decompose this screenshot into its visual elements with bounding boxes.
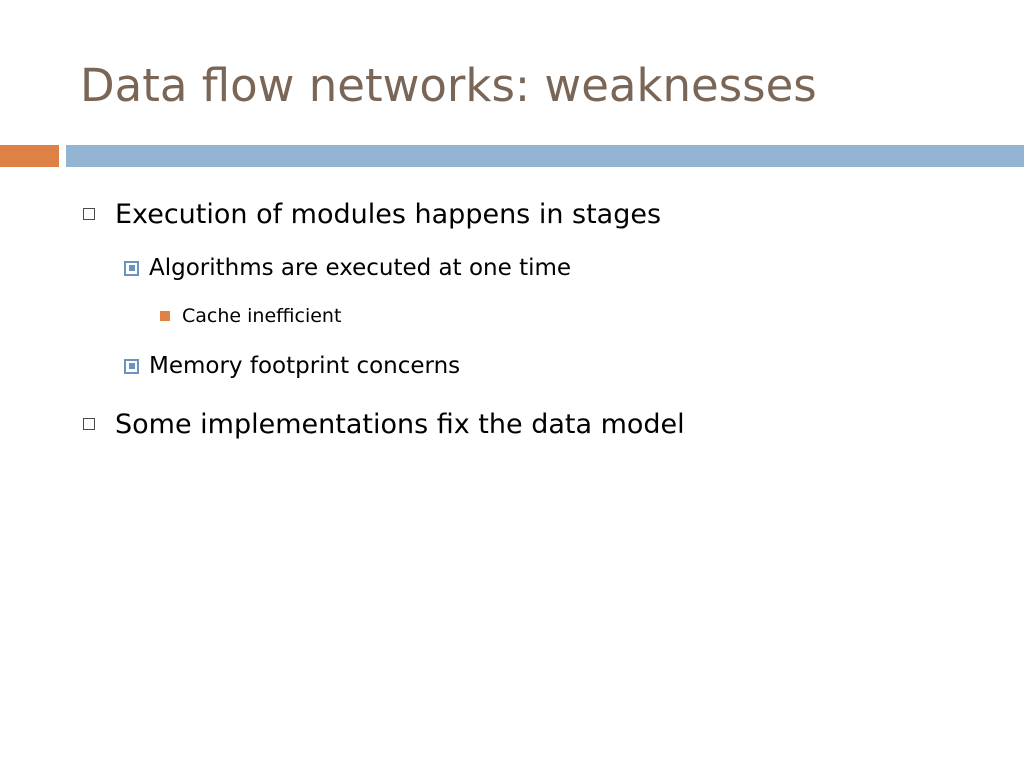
title-accent-bar-blue [66,145,1024,167]
bullet-level1-data-model: Some implementations fix the data model [83,404,685,444]
hollow-square-icon [83,208,95,220]
bullet-level1-execution-stages: Execution of modules happens in stages [83,194,661,234]
orange-square-bullet-icon [160,311,170,321]
blue-square-bullet-icon [124,358,139,374]
bullet-text: Cache inefficient [182,305,342,327]
slide-title: Data flow networks: weaknesses [80,59,817,112]
bullet-text: Memory footprint concerns [149,353,461,379]
title-accent-bar-orange [0,145,59,167]
bullet-level2-algorithms: Algorithms are executed at one time [124,252,571,284]
bullet-text: Some implementations fix the data model [115,408,685,440]
blue-square-bullet-icon [124,260,139,276]
hollow-square-icon [83,418,95,430]
bullet-level3-cache: Cache inefficient [160,302,341,330]
bullet-level2-memory: Memory footprint concerns [124,350,460,382]
bullet-text: Execution of modules happens in stages [115,198,662,230]
bullet-text: Algorithms are executed at one time [149,255,572,281]
